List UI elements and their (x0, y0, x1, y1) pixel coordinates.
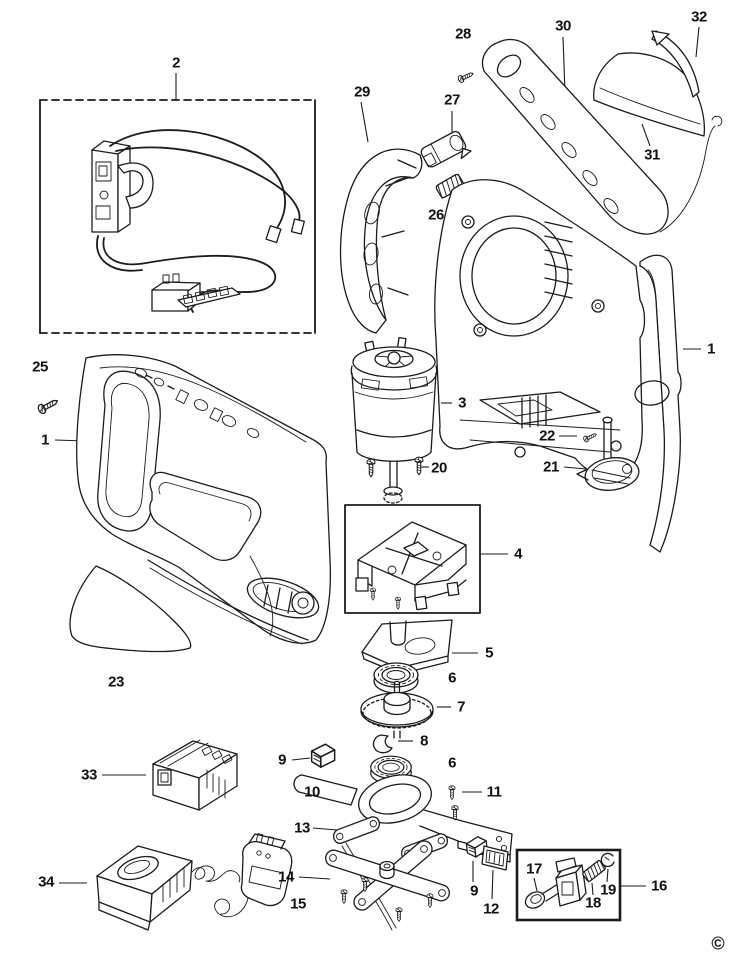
part-callout-33: 33 (81, 766, 97, 784)
part-callout-6: 6 (448, 754, 456, 772)
part-8-clip (372, 734, 413, 754)
part-11-screws (448, 785, 482, 821)
part-callout-18: 18 (585, 894, 601, 912)
part-callout-10: 10 (304, 783, 320, 801)
part-callout-3: 3 (458, 394, 466, 412)
part-5-slotted-plate (361, 619, 478, 675)
part-callout-29: 29 (354, 83, 370, 101)
part-4-chassis-assembly (344, 504, 508, 614)
part-33-battery (102, 739, 238, 811)
part-30-grip-strip (481, 36, 669, 235)
part-21-pivot-foot (563, 416, 640, 491)
part-callout-1: 1 (41, 431, 49, 449)
part-callout-23: 23 (108, 673, 124, 691)
part-callout-8: 8 (420, 732, 428, 750)
part-callout-34: 34 (38, 873, 54, 891)
part-14-mounting-bracket (298, 840, 450, 911)
part-callout-9: 9 (470, 882, 478, 900)
part-16-clamp-assembly (515, 848, 646, 922)
part-callout-7: 7 (457, 698, 465, 716)
part-callout-2: 2 (172, 54, 180, 72)
part-1-right-housing (434, 115, 723, 553)
part-1-left-housing (54, 354, 332, 645)
part-callout-12: 12 (483, 900, 499, 918)
group-box-part2 (39, 73, 316, 334)
part-20-screws (366, 456, 429, 478)
part-29-side-cover (339, 101, 423, 334)
part-callout-22: 22 (539, 427, 555, 445)
part-callout-6: 6 (448, 669, 456, 687)
part-2-switch-assembly (91, 129, 305, 313)
part-12-plate (481, 845, 509, 900)
part-callout-19: 19 (600, 881, 616, 899)
part-3-motor (350, 337, 452, 504)
part-34-charger (59, 833, 293, 931)
part-callout-30: 30 (555, 17, 571, 35)
part-callout-16: 16 (651, 877, 667, 895)
part-callout-21: 21 (543, 458, 559, 476)
part-callout-9: 9 (278, 751, 286, 769)
part-callout-25: 25 (32, 358, 48, 376)
part-callout-13: 13 (294, 819, 310, 837)
part-callout-27: 27 (444, 91, 460, 109)
part-callout-5: 5 (485, 644, 493, 662)
part-callout-14: 14 (278, 868, 294, 886)
part-7-gear (360, 680, 451, 739)
part-callout-17: 17 (526, 860, 542, 878)
part-32-trim (651, 26, 700, 98)
part-callout-32: 32 (691, 8, 707, 26)
part-10-bracket (293, 774, 513, 863)
part-22-screw (559, 430, 599, 444)
part-25-screw (36, 395, 61, 416)
part-callout-4: 4 (514, 545, 522, 563)
part-callout-31: 31 (644, 146, 660, 164)
part-31-panel (593, 52, 706, 147)
part-9-pad-right (465, 835, 489, 882)
part-27-lock-button (420, 111, 472, 168)
part-callout-11: 11 (486, 783, 502, 801)
part-callout-26: 26 (428, 206, 444, 224)
part-callout-20: 20 (431, 459, 447, 477)
part-9-pad-left (291, 743, 336, 768)
part-6-bearing-upper (373, 662, 419, 694)
copyright-symbol: © (711, 933, 725, 954)
part-callout-1: 1 (707, 340, 715, 358)
part-callout-15: 15 (290, 895, 306, 913)
part-23-triangle-insert (69, 565, 192, 653)
part-28-screw (456, 69, 476, 84)
part-callout-28: 28 (455, 25, 471, 43)
